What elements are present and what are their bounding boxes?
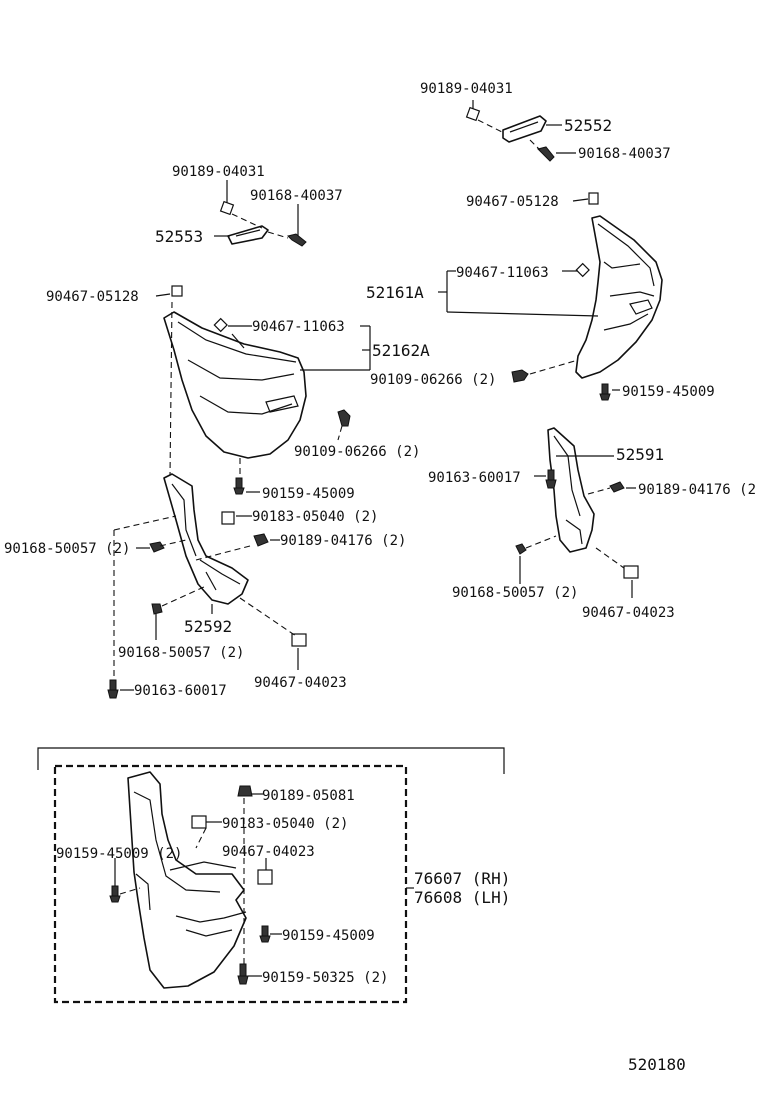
part-52553-group: 90189-04031 90168-40037 52553 [155, 164, 343, 247]
label-76607: 76607 (RH) [414, 869, 510, 888]
label-90189-04031-left: 90189-04031 [172, 164, 265, 180]
label-90159-45009-box-right: 90159-45009 [282, 928, 375, 944]
bolt-90163-60017-right [545, 469, 557, 489]
label-90467-04023-right: 90467-04023 [582, 605, 675, 621]
clip-90467-04023-mid [291, 633, 307, 647]
label-90109-06266-left: 90109-06266 (2) [294, 444, 420, 460]
bolt-90159-45009-box-left [109, 885, 121, 903]
label-90168-40037-left: 90168-40037 [250, 188, 343, 204]
label-90467-11063-right: 90467-11063 [456, 265, 549, 281]
part-52552 [502, 115, 547, 143]
clip-90183-05040-box [191, 815, 207, 829]
label-90159-45009-box-left: 90159-45009 (2) [56, 846, 182, 862]
label-90183-05040-mid: 90183-05040 (2) [252, 509, 378, 525]
clip-90189-04031-left [219, 200, 235, 216]
part-52162A-group: 90467-05128 90467-11063 52162A 90109-062… [46, 285, 430, 502]
label-90163-60017-right: 90163-60017 [428, 470, 521, 486]
part-76607-mudguard [127, 771, 247, 989]
clip-90189-04176-mid [253, 533, 269, 547]
part-52591 [547, 427, 595, 553]
label-90109-06266-right: 90109-06266 (2) [370, 372, 496, 388]
screw-90168-50057-right [515, 543, 527, 555]
clip-90467-04023-box [257, 869, 273, 885]
screw-90168-40037-left [287, 233, 307, 247]
label-90467-11063-left: 90467-11063 [252, 319, 345, 335]
part-52161A-group: 90467-05128 90467-11063 52161A 90109-062… [366, 192, 715, 401]
bolt-90159-45009-box-right [259, 925, 271, 943]
bolt-90163-60017-left [107, 679, 119, 699]
screw-90168-40037-top [537, 146, 555, 162]
clip-90467-05128-right [588, 192, 599, 205]
clip-90467-11063-right [575, 262, 590, 278]
label-90159-50325: 90159-50325 (2) [262, 970, 388, 986]
label-90183-05040-box: 90183-05040 (2) [222, 816, 348, 832]
clip-90189-04176-right [609, 481, 625, 493]
label-90467-05128-right: 90467-05128 [466, 194, 559, 210]
mudguard-kit-box [53, 764, 408, 1004]
label-90189-04031-top: 90189-04031 [420, 81, 513, 97]
label-52592: 52592 [184, 617, 232, 636]
label-90467-05128-left: 90467-05128 [46, 289, 139, 305]
label-52591: 52591 [616, 445, 664, 464]
label-90163-60017-left: 90163-60017 [134, 683, 227, 699]
label-52161A: 52161A [366, 283, 424, 302]
label-90159-45009-right: 90159-45009 [622, 384, 715, 400]
bolt-90159-45009-right [599, 383, 611, 401]
bolt-90159-45009-mid [233, 477, 245, 495]
clip-90467-04023-right [623, 565, 639, 579]
label-90189-04176-right: 90189-04176 (2 [638, 482, 756, 498]
part-52552-group: 90189-04031 52552 90168-40037 [420, 81, 671, 162]
clip-90183-05040-mid [221, 511, 235, 525]
label-90467-04023-mid: 90467-04023 [254, 675, 347, 691]
clip-90467-05128-left [171, 285, 183, 297]
part-52161A [575, 215, 663, 379]
clip-90189-05081 [237, 785, 253, 797]
label-76608: 76608 (LH) [414, 888, 510, 907]
label-52552: 52552 [564, 116, 612, 135]
label-90159-45009-mid: 90159-45009 [262, 486, 355, 502]
label-90189-05081: 90189-05081 [262, 788, 355, 804]
part-76607-group: 90189-05081 90183-05040 (2) 90159-45009 … [37, 747, 510, 1004]
screw-90168-50057-left [149, 541, 165, 553]
clip-90467-11063-left [213, 317, 228, 333]
label-90189-04176-mid: 90189-04176 (2) [280, 533, 406, 549]
screw-90109-06266-right [511, 369, 529, 383]
label-90168-40037-top: 90168-40037 [578, 146, 671, 162]
part-52592-group: 90183-05040 (2) 90168-50057 (2) 90189-04… [4, 473, 406, 699]
part-52591-group: 52591 90163-60017 90189-04176 (2 90168-5… [428, 427, 756, 621]
label-52553: 52553 [155, 227, 203, 246]
clip-90189-04031-top [465, 106, 481, 122]
part-52162A [163, 311, 307, 459]
label-52162A: 52162A [372, 341, 430, 360]
label-90467-04023-box: 90467-04023 [222, 844, 315, 860]
label-90168-50057-right: 90168-50057 (2) [452, 585, 578, 601]
part-52553 [227, 225, 269, 245]
screw-90109-06266-left [337, 409, 351, 427]
diagram-code: 520180 [628, 1055, 686, 1074]
label-90168-50057-left: 90168-50057 (2) [4, 541, 130, 557]
screw-90168-50057-bottom [151, 603, 163, 615]
label-90168-50057-bottom: 90168-50057 (2) [118, 645, 244, 661]
bolt-90159-50325 [237, 963, 249, 985]
